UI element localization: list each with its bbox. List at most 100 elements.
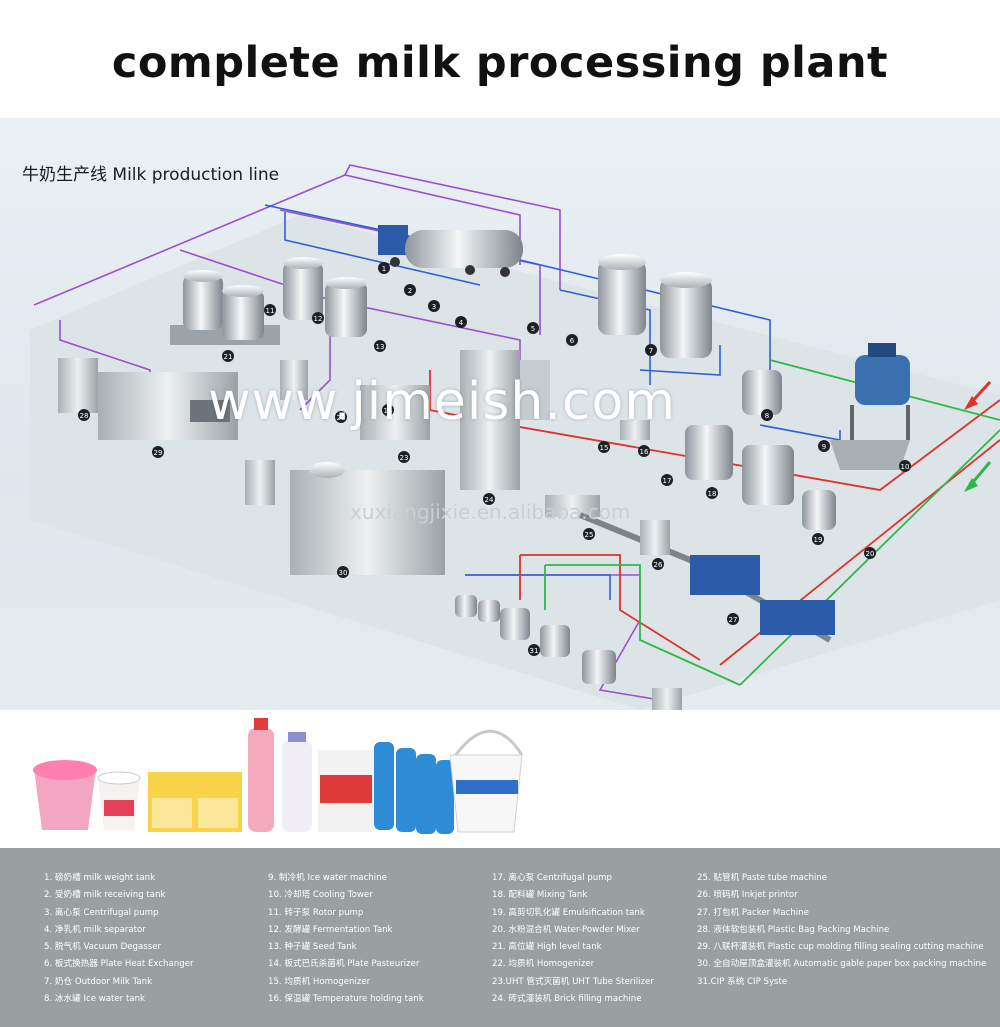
- legend-column-4: 25. 贴管机 Paste tube machine 26. 喷码机 Inkje…: [697, 870, 986, 991]
- legend-item: 29. 八联杯灌装机 Plastic cup molding filling s…: [697, 942, 984, 953]
- milk-bottle-image: [282, 732, 312, 832]
- filling-line-left: [58, 358, 275, 505]
- equipment-marker: [566, 334, 578, 346]
- equipment-marker: [818, 440, 830, 452]
- legend-item: 26. 喷码机 Inkjet printor: [697, 890, 798, 901]
- equipment-marker-label: 20: [866, 550, 875, 558]
- flow-arrows: [964, 380, 992, 492]
- legend-item: 11. 转子泵 Rotor pump: [268, 907, 364, 918]
- equipment-marker: [152, 446, 164, 458]
- yogurt-cup-image: [97, 771, 141, 830]
- equipment-marker-label: 25: [585, 531, 594, 539]
- legend-item: 31.CIP 系统 CIP Syste: [697, 976, 788, 987]
- equipment-marker-label: 24: [485, 496, 494, 504]
- equipment-legend: 1. 磅奶槽 milk weight tank 2. 受奶槽 milk rece…: [0, 848, 1000, 1027]
- milk-bottle-pack-image: [318, 750, 374, 832]
- page-title: complete milk processing plant: [111, 38, 889, 88]
- jelly-cup-image: [33, 760, 97, 830]
- drink-bottles-image: [374, 742, 454, 834]
- equipment-marker-label: 17: [663, 477, 672, 485]
- legend-item: 9. 制冷机 Ice water machine: [268, 873, 387, 883]
- equipment-marker-label: 18: [708, 490, 717, 498]
- equipment-marker-label: 3: [432, 303, 436, 311]
- legend-item: 22. 均质机 Homogenizer: [492, 959, 595, 970]
- equipment-marker-label: 28: [80, 412, 89, 420]
- equipment-marker-label: 27: [729, 616, 738, 624]
- equipment-marker-label: 16: [640, 448, 649, 456]
- legend-item: 27. 打包机 Packer Machine: [697, 907, 809, 918]
- equipment-marker-label: 22: [337, 414, 346, 422]
- cip-system: [455, 595, 682, 710]
- equipment-marker-label: 2: [408, 287, 412, 295]
- equipment-marker-label: 29: [154, 449, 163, 457]
- legend-item: 30. 全自动屋顶盒灌装机 Automatic gable paper box …: [697, 959, 987, 970]
- equipment-marker: [661, 474, 673, 486]
- legend-item: 10. 冷却塔 Cooling Tower: [268, 890, 373, 901]
- legend-column-1: 1. 磅奶槽 milk weight tank 2. 受奶槽 milk rece…: [44, 870, 194, 1008]
- gable-box-machine: [290, 462, 445, 575]
- equipment-marker: [78, 409, 90, 421]
- legend-item: 12. 发酵罐 Fermentation Tank: [268, 924, 393, 935]
- equipment-marker: [337, 566, 349, 578]
- legend-item: 21. 高位罐 High level tank: [492, 942, 602, 953]
- equipment-marker: [428, 300, 440, 312]
- equipment-marker: [864, 547, 876, 559]
- diagram-subtitle: 牛奶生产线 Milk production line: [22, 165, 280, 185]
- equipment-marker: [527, 322, 539, 334]
- equipment-marker: [483, 493, 495, 505]
- equipment-marker: [455, 316, 467, 328]
- legend-item: 23.UHT 管式灭菌机 UHT Tube Sterilizer: [492, 976, 654, 987]
- legend-item: 8. 冰水罐 Ice water tank: [44, 994, 145, 1005]
- equipment-marker-label: 13: [376, 343, 385, 351]
- legend-item: 2. 受奶槽 milk receiving tank: [44, 890, 166, 901]
- strawberry-bottle-image: [248, 718, 274, 832]
- legend-item: 7. 奶仓 Outdoor Milk Tank: [44, 976, 153, 987]
- legend-item: 19. 高剪切乳化罐 Emulsification tank: [492, 907, 645, 918]
- legend-column-2: 9. 制冷机 Ice water machine 10. 冷却塔 Cooling…: [268, 870, 424, 1008]
- equipment-marker-label: 5: [531, 325, 535, 333]
- product-images: [33, 718, 524, 834]
- equipment-marker: [374, 340, 386, 352]
- legend-item: 13. 种子罐 Seed Tank: [268, 942, 357, 953]
- equipment-marker-label: 21: [224, 353, 233, 361]
- legend-item: 5. 脱气机 Vacuum Degasser: [44, 942, 162, 953]
- legend-item: 20. 水粉混合机 Water-Powder Mixer: [492, 924, 640, 935]
- equipment-marker: [398, 451, 410, 463]
- legend-item: 1. 磅奶槽 milk weight tank: [44, 873, 156, 883]
- equipment-marker-label: 1: [382, 265, 386, 273]
- equipment-marker-label: 31: [530, 647, 539, 655]
- cooling-tower: [830, 343, 910, 470]
- milk-tanker-truck: [378, 225, 523, 277]
- yogurt-bucket-image: [449, 729, 524, 833]
- product-samples: [0, 710, 1000, 850]
- equipment-marker-label: 30: [339, 569, 348, 577]
- equipment-marker: [528, 644, 540, 656]
- tank-cluster-left: [170, 257, 367, 345]
- watermark-small: xuxiangjixie.en.alibaba.com: [350, 500, 631, 524]
- legend-item: 28. 液体软包装机 Plastic Bag Packing Machine: [697, 924, 890, 935]
- legend-item: 6. 板式换热器 Plate Heat Exchanger: [44, 959, 194, 970]
- equipment-marker-label: 15: [600, 444, 609, 452]
- legend-item: 3. 离心泵 Centrifugal pump: [44, 907, 159, 918]
- equipment-marker: [761, 409, 773, 421]
- plant-illustration: 1234567891011121314151617181920212223242…: [30, 164, 1000, 710]
- legend-item: 18. 配料罐 Mixing Tank: [492, 890, 588, 901]
- equipment-marker-label: 4: [459, 319, 464, 327]
- equipment-marker: [598, 441, 610, 453]
- equipment-marker: [378, 262, 390, 274]
- equipment-marker: [899, 460, 911, 472]
- equipment-marker-label: 8: [765, 412, 769, 420]
- equipment-marker: [382, 404, 394, 416]
- outdoor-milk-tanks: [598, 254, 712, 358]
- legend-item: 15. 均质机 Homogenizer: [268, 976, 371, 987]
- legend-item: 25. 贴管机 Paste tube machine: [697, 873, 828, 883]
- legend-column-3: 17. 离心泵 Centrifugal pump 18. 配料罐 Mixing …: [492, 870, 654, 1008]
- legend-item: 14. 板式巴氏杀菌机 Plate Pasteurizer: [268, 959, 420, 970]
- equipment-marker-label: 11: [266, 307, 275, 315]
- equipment-marker: [645, 344, 657, 356]
- equipment-marker: [812, 533, 824, 545]
- equipment-marker-label: 14: [384, 407, 393, 415]
- equipment-marker: [652, 558, 664, 570]
- equipment-marker-label: 26: [654, 561, 663, 569]
